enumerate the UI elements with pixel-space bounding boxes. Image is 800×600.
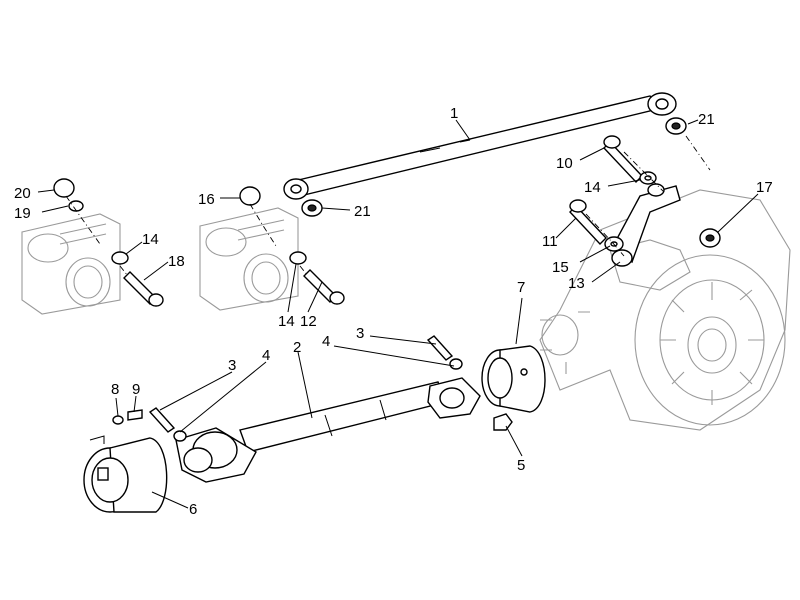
callout-4b: 4	[322, 333, 330, 350]
support-bracket	[611, 183, 681, 267]
shaft-boot	[83, 435, 168, 513]
callout-13: 13	[568, 275, 585, 292]
leader-lines	[37, 119, 759, 509]
callout-16: 16	[198, 191, 215, 208]
callout-3a: 3	[228, 357, 236, 374]
callout-14b: 14	[142, 231, 159, 248]
callout-7: 7	[517, 279, 525, 296]
drive-shaft	[175, 377, 481, 483]
callout-6: 6	[189, 501, 197, 518]
middle-frame-mount	[199, 207, 299, 311]
callout-18: 18	[168, 253, 185, 270]
link-rod	[283, 92, 677, 200]
callout-21b: 21	[698, 111, 715, 128]
callout-2: 2	[293, 339, 301, 356]
hardware	[53, 117, 721, 442]
callout-4a: 4	[262, 347, 270, 364]
cover-ring	[481, 345, 546, 413]
final-drive-housing	[539, 189, 791, 431]
left-frame-mount	[21, 213, 121, 315]
assembly-lines	[65, 135, 711, 277]
callout-8: 8	[111, 381, 119, 398]
callout-20: 20	[14, 185, 31, 202]
callout-19: 19	[14, 205, 31, 222]
callout-14a: 14	[584, 179, 601, 196]
callout-17: 17	[756, 179, 773, 196]
callout-21a: 21	[354, 203, 371, 220]
callout-5: 5	[517, 457, 525, 474]
callout-12: 12	[300, 313, 317, 330]
callout-3b: 3	[356, 325, 364, 342]
callout-14c: 14	[278, 313, 295, 330]
callout-labels: 1 2 3 3 4 4 5 6 7 8 9 10 11 12 13 14 14 …	[14, 105, 773, 518]
callout-9: 9	[132, 381, 140, 398]
callout-11: 11	[542, 233, 558, 250]
callout-15: 15	[552, 259, 569, 276]
callout-10: 10	[556, 155, 573, 172]
callout-1: 1	[450, 105, 458, 122]
